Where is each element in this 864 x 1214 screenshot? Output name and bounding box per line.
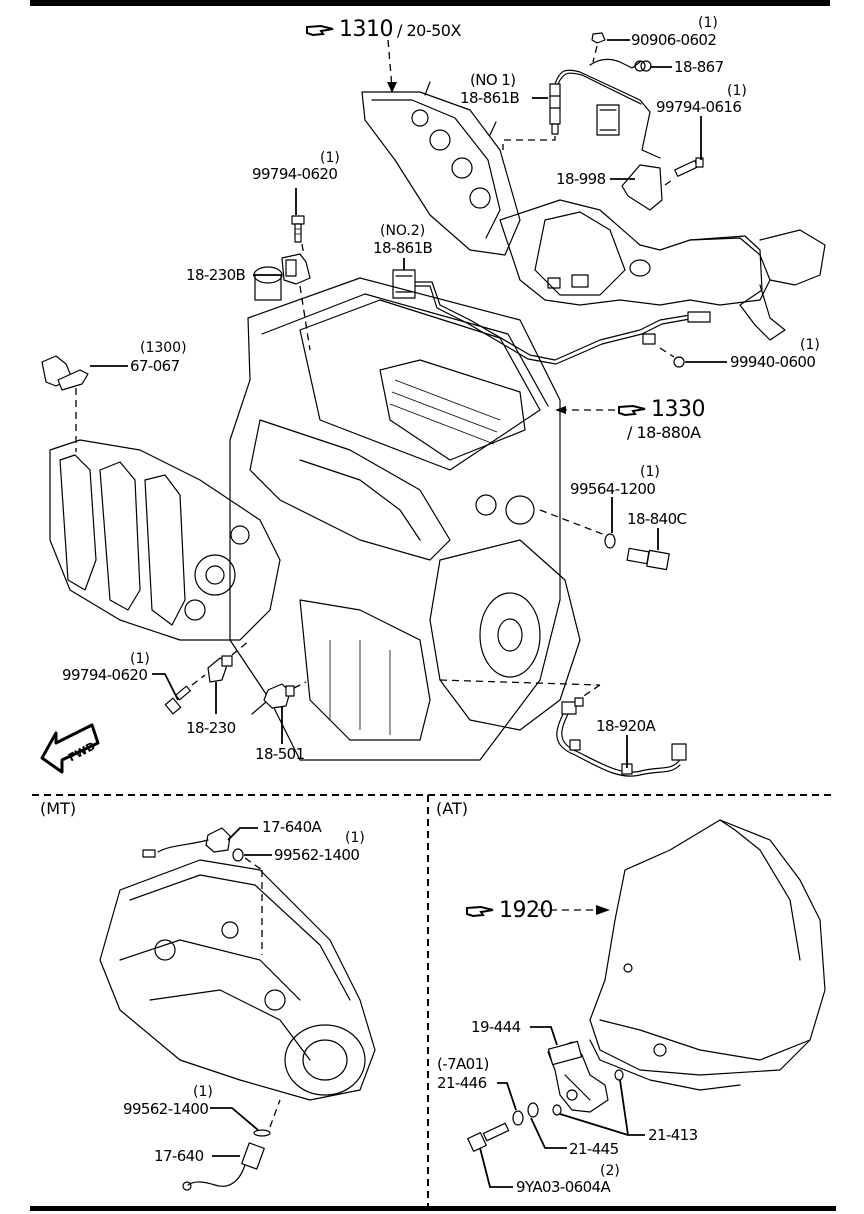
harness-18-920A xyxy=(556,697,687,777)
hanger-18-867 xyxy=(589,32,652,72)
part-label-99794-0620-lower[interactable]: 99794-0620 xyxy=(62,666,148,684)
part-label-18-840C[interactable]: 18-840C xyxy=(627,510,687,528)
part-label-17-640[interactable]: 17-640 xyxy=(154,1147,204,1165)
part-label-18-998[interactable]: 18-998 xyxy=(556,170,606,188)
pointing-hand-icon xyxy=(306,24,334,37)
qty-99940-0600: (1) xyxy=(800,337,820,353)
top-border xyxy=(30,0,830,6)
part-label-99562-1400-lower[interactable]: 99562-1400 xyxy=(123,1100,209,1118)
part-label-99562-1400-upper[interactable]: 99562-1400 xyxy=(274,846,360,864)
washer-99562-1400-upper xyxy=(232,848,244,862)
section-label-at: (AT) xyxy=(436,799,468,818)
reference-1330[interactable]: 1330 xyxy=(617,397,706,422)
o-ring-21-413 xyxy=(552,1069,624,1116)
note-21-446: (-7A01) xyxy=(437,1055,489,1073)
qty-99794-0616: (1) xyxy=(727,83,747,99)
qty-99794-0620-lower: (1) xyxy=(130,651,150,667)
part-label-18-861B-no2[interactable]: 18-861B xyxy=(373,239,433,257)
engine-block xyxy=(229,266,615,761)
part-label-19-444[interactable]: 19-444 xyxy=(471,1018,521,1036)
part-label-99564-1200[interactable]: 99564-1200 xyxy=(570,480,656,498)
switch-18-501 xyxy=(251,681,307,715)
bolt-99794-0620-upper xyxy=(291,215,305,243)
washer-21-445 xyxy=(527,1102,539,1118)
part-label-18-501[interactable]: 18-501 xyxy=(255,745,305,763)
qty-90906-0602: (1) xyxy=(698,15,718,31)
part-label-67-067[interactable]: 67-067 xyxy=(130,357,180,375)
qty-99562-1400-lower: (1) xyxy=(193,1084,213,1100)
fwd-arrow-icon: FWD xyxy=(40,723,100,774)
sensor-18-230B xyxy=(281,243,311,351)
note-18-861B-no1: (NO 1) xyxy=(470,71,516,89)
bracket-18-998 xyxy=(621,157,704,211)
bolt-99794-0620-lower xyxy=(164,674,206,715)
leader-lines-at xyxy=(479,1026,645,1188)
part-label-21-413[interactable]: 21-413 xyxy=(648,1126,698,1144)
washer-99562-1400-lower xyxy=(253,1099,281,1137)
part-label-21-446[interactable]: 21-446 xyxy=(437,1074,487,1092)
part-label-9YA03-0604A[interactable]: 9YA03-0604A xyxy=(516,1178,611,1196)
pointing-hand-icon xyxy=(466,905,494,918)
washer-21-446 xyxy=(512,1110,524,1126)
note-18-861B-no2: (NO.2) xyxy=(380,223,426,239)
leader-lines-mt xyxy=(210,827,272,1157)
switch-19-444 xyxy=(547,1040,609,1113)
qty-99562-1400-upper: (1) xyxy=(345,830,365,846)
part-label-90906-0602[interactable]: 90906-0602 xyxy=(631,31,717,49)
sensor-67-067 xyxy=(41,355,89,452)
sensor-18-840C xyxy=(626,547,670,571)
reference-sub: / 20-50X xyxy=(397,21,461,40)
part-label-99794-0616[interactable]: 99794-0616 xyxy=(656,98,742,116)
qty-99564-1200: (1) xyxy=(640,464,660,480)
part-label-18-867[interactable]: 18-867 xyxy=(674,58,724,76)
washer-99564-1200 xyxy=(604,533,616,549)
leader-lines-top xyxy=(90,39,727,768)
reference-page: 1920 xyxy=(499,898,554,923)
note-67-067: (1300) xyxy=(140,340,187,356)
part-label-18-230B[interactable]: 18-230B xyxy=(186,266,246,284)
catalytic-converter xyxy=(499,199,826,341)
pointing-hand-icon xyxy=(618,404,646,417)
part-label-18-230[interactable]: 18-230 xyxy=(186,719,236,737)
reference-page: 1330 xyxy=(651,397,706,422)
part-label-99794-0620-upper[interactable]: 99794-0620 xyxy=(252,165,338,183)
reference-page: 1310 xyxy=(339,17,394,42)
part-label-21-445[interactable]: 21-445 xyxy=(569,1140,619,1158)
sensor-18-230 xyxy=(207,639,251,683)
bolt-9YA03-0604A xyxy=(467,1122,510,1152)
part-label-17-640A[interactable]: 17-640A xyxy=(262,818,322,836)
qty-9YA03-0604A: (2) xyxy=(600,1163,620,1179)
reference-1920[interactable]: 1920 xyxy=(465,898,554,923)
section-label-mt: (MT) xyxy=(40,799,77,818)
qty-99794-0620-upper: (1) xyxy=(320,150,340,166)
switch-17-640 xyxy=(182,1142,265,1191)
part-label-18-920A[interactable]: 18-920A xyxy=(596,717,656,735)
exhaust-manifold xyxy=(361,81,521,256)
part-label-99940-0600[interactable]: 99940-0600 xyxy=(730,353,816,371)
bottom-border xyxy=(30,1206,836,1211)
reference-1310[interactable]: 1310/ 20-50X xyxy=(305,18,461,42)
nut-99940-0600 xyxy=(659,347,685,368)
o2-sensor-no1 xyxy=(502,69,661,159)
reference-1330-sub: / 18-880A xyxy=(627,423,701,442)
intake-manifold xyxy=(49,439,281,641)
manual-transmission xyxy=(99,857,376,1101)
switch-17-640A xyxy=(142,827,231,858)
part-label-18-861B-no1[interactable]: 18-861B xyxy=(460,89,520,107)
automatic-transmission xyxy=(538,819,826,1091)
